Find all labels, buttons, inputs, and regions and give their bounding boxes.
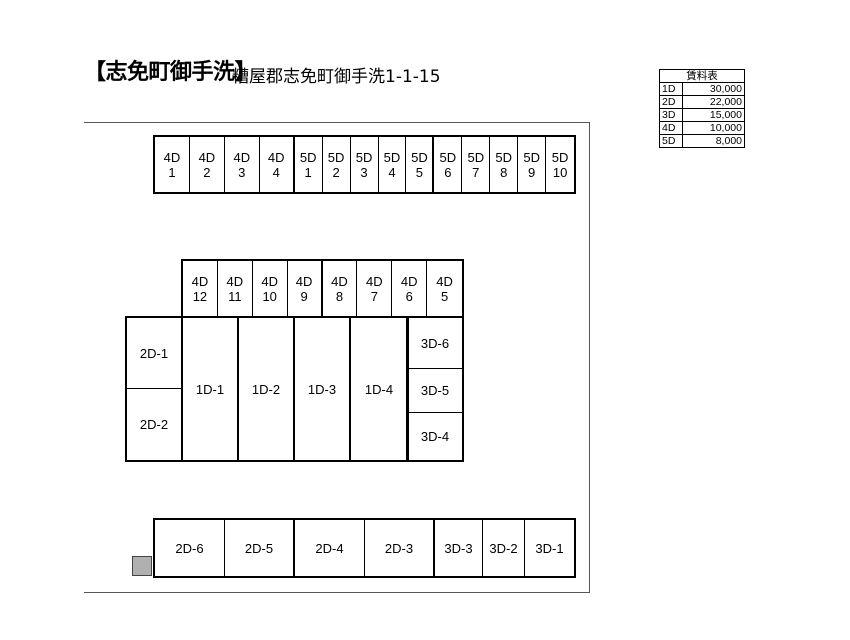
- unit-4d-11[interactable]: 4D 11: [218, 261, 253, 316]
- address-text: 糟屋郡志免町御手洗1-1-15: [232, 67, 441, 87]
- rent-size: 2D: [659, 95, 683, 109]
- unit-4d-9[interactable]: 4D 9: [288, 261, 323, 316]
- unit-5d-3[interactable]: 5D 3: [351, 137, 379, 192]
- unit-row-middle: 4D 12 4D 11 4D 10 4D 9 4D 8 4D 7 4D 6 4D…: [181, 259, 464, 318]
- unit-4d-12[interactable]: 4D 12: [183, 261, 218, 316]
- rent-price: 30,000: [682, 82, 745, 96]
- rent-size: 1D: [659, 82, 683, 96]
- unit-row-top: 4D 1 4D 2 4D 3 4D 4 5D 1 5D 2 5D 3 5D 4 …: [153, 135, 576, 194]
- unit-row-1d: 1D-1 1D-2 1D-3 1D-4: [181, 316, 409, 462]
- unit-3d-2[interactable]: 3D-2: [483, 520, 525, 576]
- unit-4d-10[interactable]: 4D 10: [253, 261, 288, 316]
- unit-5d-7[interactable]: 5D 7: [462, 137, 491, 192]
- unit-2d-2[interactable]: 2D-2: [139, 417, 169, 432]
- unit-5d-5[interactable]: 5D 5: [406, 137, 435, 192]
- rent-size: 3D: [659, 108, 683, 122]
- unit-1d-3[interactable]: 1D-3: [295, 318, 351, 460]
- rent-price: 15,000: [682, 108, 745, 122]
- rent-table-title: 賃料表: [659, 69, 745, 83]
- unit-5d-1[interactable]: 5D 1: [295, 137, 323, 192]
- unit-4d-1[interactable]: 4D 1: [155, 137, 190, 192]
- unit-5d-6[interactable]: 5D 6: [434, 137, 463, 192]
- unit-4d-8[interactable]: 4D 8: [323, 261, 358, 316]
- lot-boundary: [84, 122, 590, 593]
- unit-1d-4[interactable]: 1D-4: [364, 381, 394, 397]
- unit-4d-5[interactable]: 4D 5: [436, 273, 453, 304]
- unit-5d-2[interactable]: 5D 2: [323, 137, 351, 192]
- unit-1d-2[interactable]: 1D-2: [239, 318, 295, 460]
- unit-stack-2d: 2D-1 2D-2: [125, 316, 183, 462]
- unit-2d-3[interactable]: 2D-3: [365, 520, 435, 576]
- unit-5d-4[interactable]: 5D 4: [379, 137, 407, 192]
- rent-price: 22,000: [682, 95, 745, 109]
- unit-4d-3[interactable]: 4D 3: [225, 137, 260, 192]
- rent-size: 4D: [659, 121, 683, 135]
- unit-2d-1[interactable]: 2D-1: [127, 318, 181, 389]
- unit-5d-10[interactable]: 5D 10: [551, 149, 569, 180]
- unit-2d-4[interactable]: 2D-4: [295, 520, 365, 576]
- unit-2d-6[interactable]: 2D-6: [155, 520, 225, 576]
- unit-3d-5[interactable]: 3D-5: [408, 369, 462, 413]
- unit-4d-4[interactable]: 4D 4: [260, 137, 295, 192]
- rent-price: 8,000: [682, 134, 745, 148]
- unit-4d-2[interactable]: 4D 2: [190, 137, 225, 192]
- unit-5d-9[interactable]: 5D 9: [518, 137, 547, 192]
- unit-4d-7[interactable]: 4D 7: [357, 261, 393, 316]
- unit-row-bottom: 2D-6 2D-5 2D-4 2D-3 3D-3 3D-2 3D-1: [153, 518, 576, 578]
- unit-3d-3[interactable]: 3D-3: [435, 520, 483, 576]
- unit-5d-8[interactable]: 5D 8: [490, 137, 519, 192]
- unit-3d-4[interactable]: 3D-4: [420, 429, 450, 444]
- unit-2d-5[interactable]: 2D-5: [225, 520, 295, 576]
- rent-price: 10,000: [682, 121, 745, 135]
- unit-1d-1[interactable]: 1D-1: [183, 318, 239, 460]
- unit-3d-6[interactable]: 3D-6: [408, 318, 462, 369]
- unit-3d-1[interactable]: 3D-1: [535, 540, 564, 556]
- rent-size: 5D: [659, 134, 683, 148]
- page-title: 【志免町御手洗】: [84, 60, 257, 85]
- entrance-marker: [132, 556, 152, 576]
- unit-4d-6[interactable]: 4D 6: [392, 261, 428, 316]
- unit-stack-3d: 3D-6 3D-5 3D-4: [406, 316, 464, 462]
